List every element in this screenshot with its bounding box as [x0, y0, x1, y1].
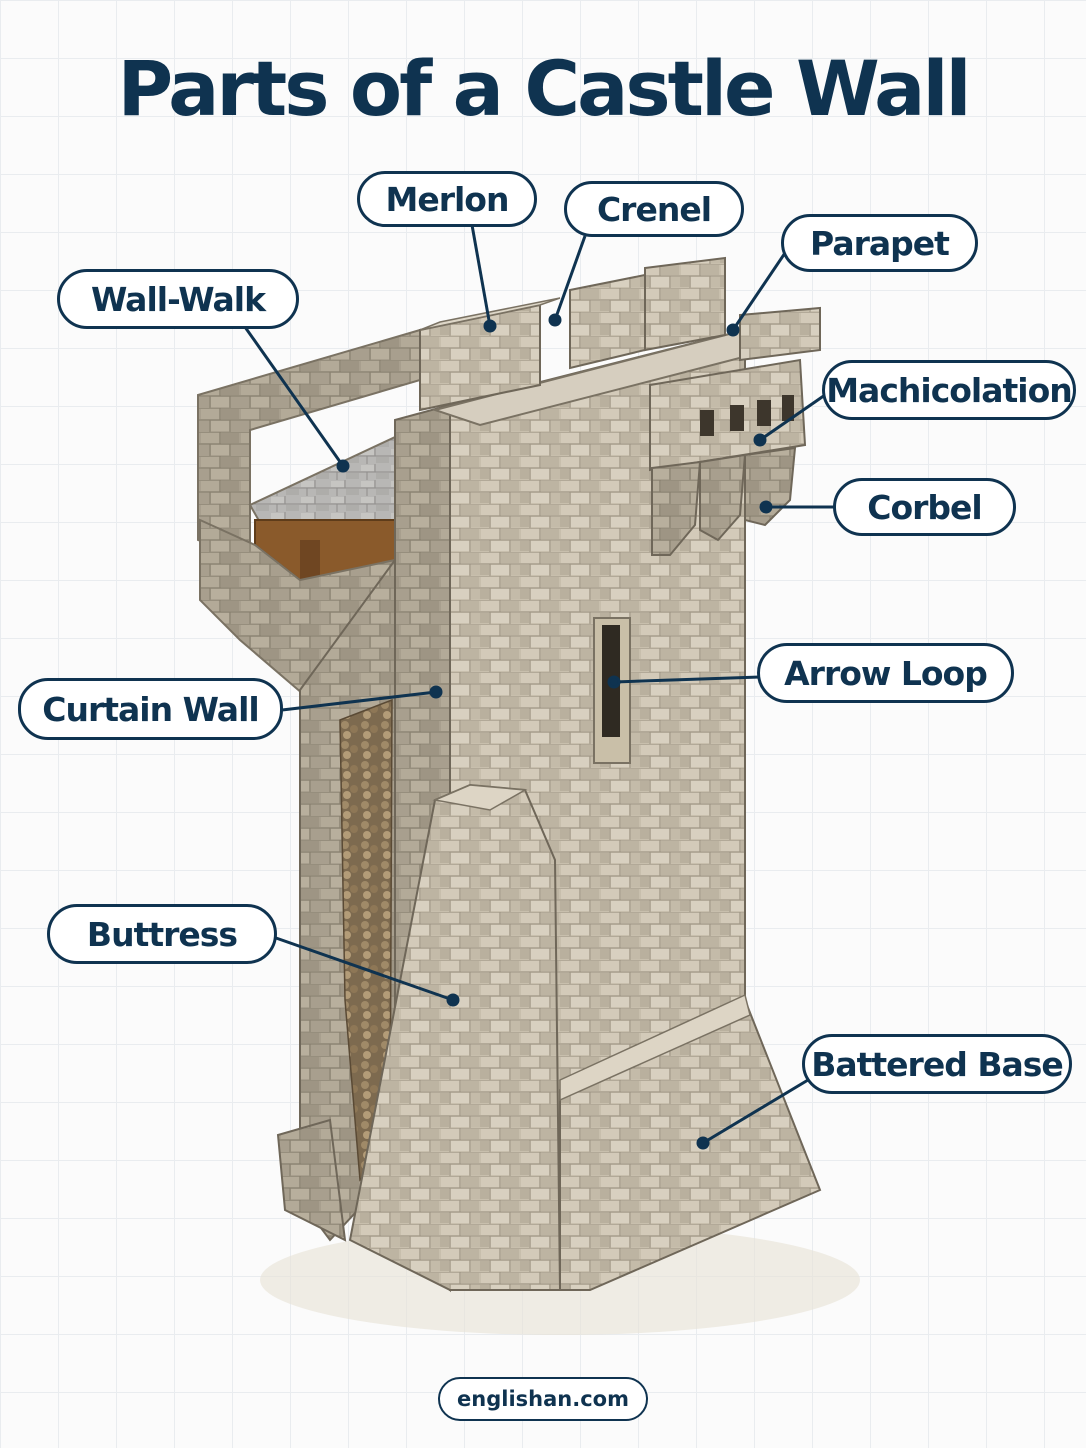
label-parapet: Parapet [781, 214, 978, 272]
page-title: Parts of a Castle Wall [117, 44, 971, 133]
footer-site-credit: englishan.com [438, 1377, 648, 1421]
label-machicolation: Machicolation [822, 360, 1076, 420]
label-arrow-loop: Arrow Loop [757, 643, 1014, 703]
label-buttress: Buttress [47, 904, 277, 964]
label-curtain-wall: Curtain Wall [18, 678, 283, 740]
label-battered-base: Battered Base [802, 1034, 1072, 1094]
label-merlon: Merlon [357, 171, 537, 227]
label-crenel: Crenel [564, 181, 744, 237]
label-corbel: Corbel [833, 478, 1016, 536]
label-wall-walk: Wall-Walk [57, 269, 299, 329]
